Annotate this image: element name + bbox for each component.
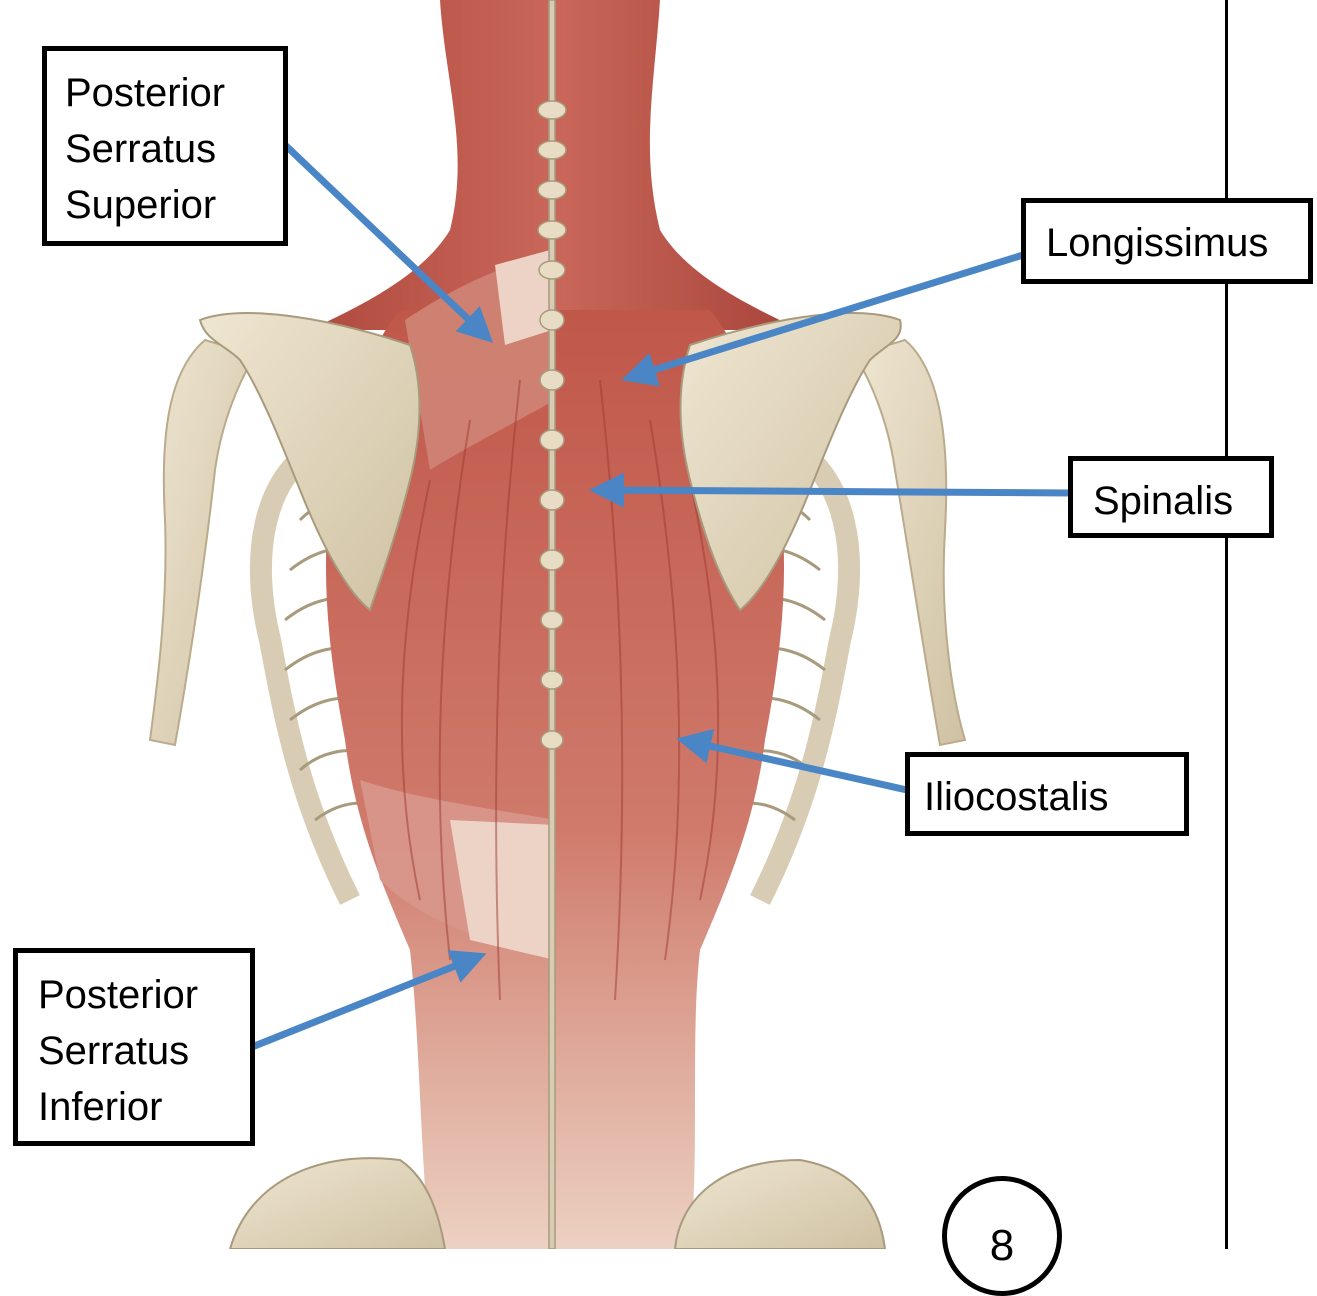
page-divider-line: [1225, 0, 1228, 1249]
left-humerus: [150, 340, 255, 745]
label-longissimus: Longissimus: [1021, 198, 1313, 284]
label-posterior-serratus-superior: Posterior Serratus Superior: [42, 46, 288, 246]
label-posterior-serratus-inferior: Posterior Serratus Inferior: [13, 948, 255, 1146]
label-iliocostalis: Iliocostalis: [905, 752, 1189, 836]
label-spinalis: Spinalis: [1068, 456, 1274, 538]
arrow-spinalis: [596, 490, 1070, 493]
pelvis-right: [675, 1160, 885, 1249]
right-humerus: [855, 340, 965, 745]
pelvis: [230, 1158, 445, 1249]
anatomy-figure: Posterior Serratus Superior Longissimus …: [0, 0, 1317, 1249]
page-number-badge: 8: [942, 1176, 1062, 1296]
